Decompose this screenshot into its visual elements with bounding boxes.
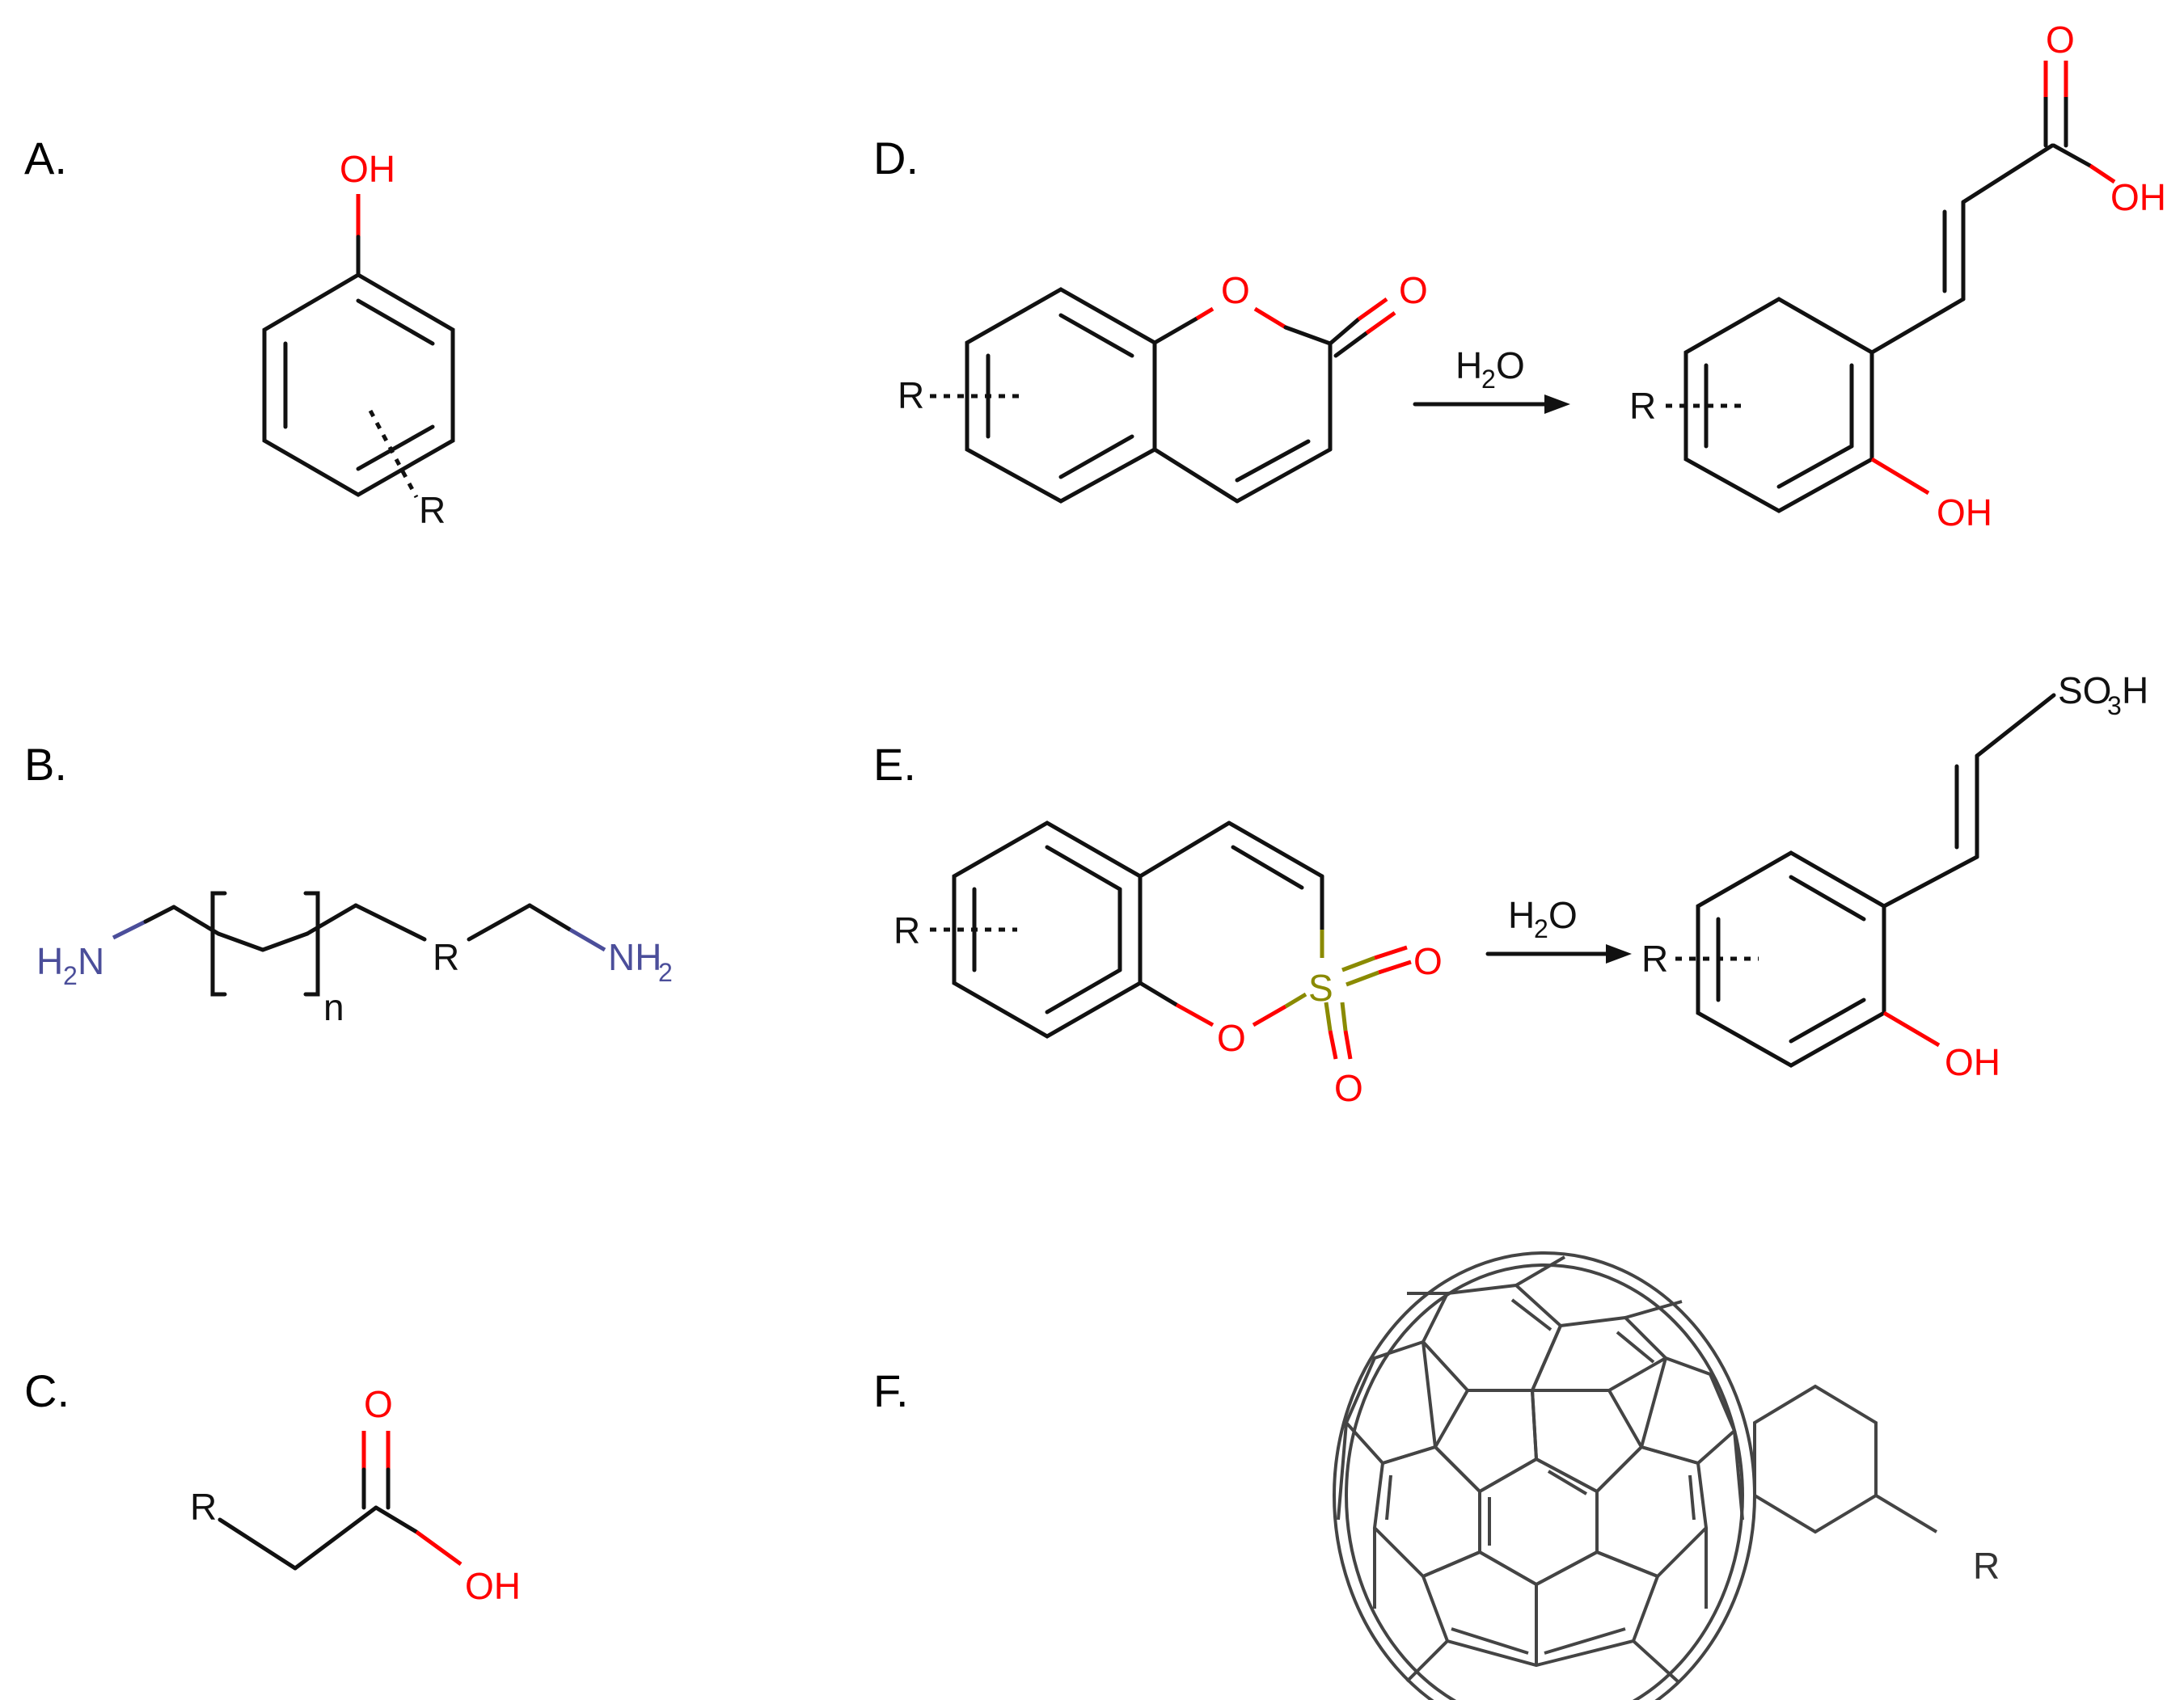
reagent-h: H [1508,894,1535,936]
r-group-label: R [190,1486,217,1528]
sulfonic-acid-structure: R OH SO 3 H [1641,669,2148,1083]
carbonyl-o-label: O [364,1383,393,1425]
sulfur-atom: S [1308,967,1333,1009]
amine-right-nh: NH [608,936,661,978]
reagent-sub: 2 [1534,914,1548,943]
hydroxyl-label: OH [465,1565,521,1607]
r-group-label: R [419,489,446,531]
panel-f: F. [873,1251,2000,1700]
amine-left-n: N [78,940,104,982]
coumarin-structure: R O O [898,269,1428,504]
acid-carbonyl-o: O [2046,19,2075,61]
carboxylic-acid-structure: R O OH [190,1383,521,1607]
sultone-structure: R O S O O [893,820,1443,1109]
panel-b-label: B. [24,739,67,790]
r-group-left: R [898,374,924,416]
reagent-o: O [1496,344,1525,386]
sulfonic-so: SO [2058,669,2111,711]
panel-d: D. R O O H 2 O [873,19,2166,534]
hydroxyl-label: OH [340,148,395,190]
acid-oh: OH [2110,176,2166,218]
sulfonic-sub: 3 [2107,691,2122,720]
panel-e-label: E. [873,739,916,790]
panel-a-label: A. [24,133,67,183]
reaction-arrow-d: H 2 O [1413,344,1570,414]
panel-c: C. R O OH [24,1365,521,1607]
panel-e: E. R O S O [873,669,2148,1109]
panel-f-label: F. [873,1365,909,1416]
phenol-oh: OH [1937,491,1992,534]
panel-c-label: C. [24,1365,70,1416]
reagent-o: O [1548,894,1578,936]
sulfonyl-o-bottom: O [1334,1067,1363,1109]
amine-left-sub: 2 [63,961,78,990]
repeat-n-label: n [323,986,344,1028]
panel-a: A. OH R [24,133,455,531]
fullerene-structure: R [1333,1251,2000,1700]
panel-d-label: D. [873,133,919,183]
ring-oxygen: O [1221,269,1250,311]
reagent-h: H [1455,344,1482,386]
r-group-left: R [893,909,920,951]
phenol-oh: OH [1945,1041,2000,1083]
r-group-label: R [1973,1545,2000,1587]
r-group-right: R [1629,385,1656,427]
phenol-structure: OH R [262,148,455,531]
amine-left-h: H [36,940,63,982]
ring-oxygen: O [1217,1017,1246,1059]
reaction-arrow-e: H 2 O [1485,894,1632,964]
sulfonic-h: H [2122,669,2148,711]
panel-b: B. H 2 N n R NH 2 [24,739,673,1028]
carbonyl-oxygen: O [1399,269,1428,311]
r-group-right: R [1641,938,1668,980]
sulfonyl-o-right: O [1413,940,1443,982]
coumaric-acid-structure: R OH O OH [1629,19,2166,534]
r-group-label: R [433,936,459,978]
reagent-sub: 2 [1481,365,1496,394]
diamine-structure: H 2 N n R NH 2 [36,891,673,1028]
amine-right-sub: 2 [658,958,673,987]
